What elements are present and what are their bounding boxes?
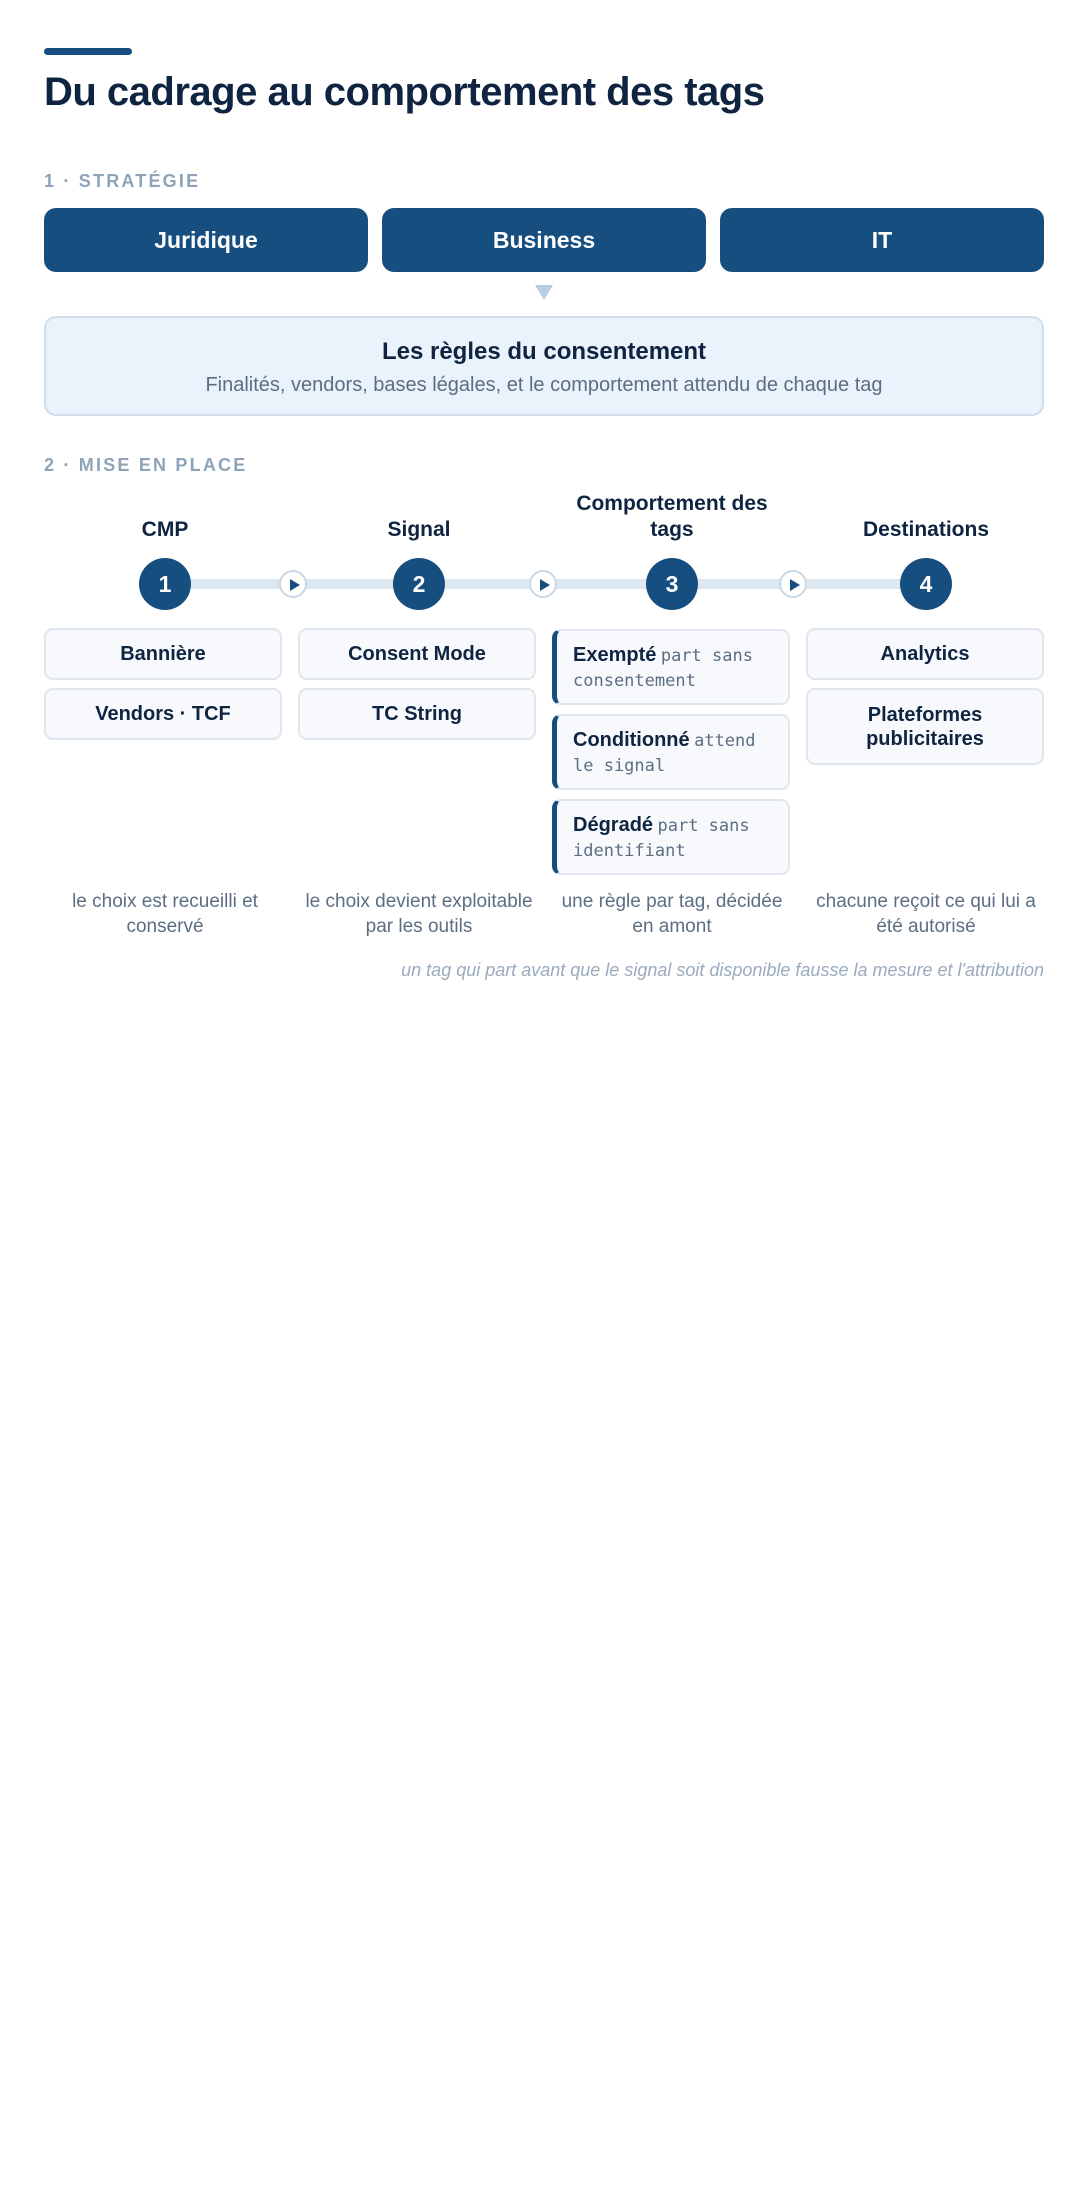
title-accent-bar bbox=[44, 48, 132, 55]
card-plateformes-publicitaires: Plateformes publicitaires bbox=[806, 688, 1044, 765]
play-arrow-icon bbox=[529, 570, 557, 598]
column-title-behavior: Comportement des tags bbox=[576, 492, 768, 541]
caption-destinations: chacune reçoit ce qui lui a été autorisé bbox=[816, 891, 1036, 937]
behavior-name: Conditionné bbox=[573, 729, 690, 751]
card-tc-string: TC String bbox=[298, 688, 536, 740]
caption-signal: le choix devient exploitable par les out… bbox=[305, 891, 533, 937]
section-label-setup: 2 · MISE EN PLACE bbox=[44, 455, 248, 475]
behavior-card-conditionne: Conditionné attend le signal bbox=[552, 714, 790, 790]
play-arrow-icon bbox=[779, 570, 807, 598]
footnote: un tag qui part avant que le signal soit… bbox=[401, 960, 1044, 980]
caption-cmp: le choix est recueilli et conservé bbox=[72, 891, 258, 937]
step-badge-4: 4 bbox=[900, 558, 952, 610]
behavior-description: attend le signal bbox=[573, 731, 756, 776]
consent-rules-title: Les règles du consentement bbox=[381, 338, 707, 365]
down-arrow-icon bbox=[535, 285, 553, 300]
step-badge-3: 3 bbox=[646, 558, 698, 610]
card-analytics: Analytics bbox=[806, 628, 1044, 680]
column-title-cmp: CMP bbox=[141, 518, 189, 541]
behavior-name: Exempté bbox=[573, 644, 657, 666]
stakeholder-it: IT bbox=[720, 208, 1044, 272]
card-consent-mode: Consent Mode bbox=[298, 628, 536, 680]
card-banniere: Bannière bbox=[44, 628, 282, 680]
card-vendors-tcf: Vendors · TCF bbox=[44, 688, 282, 740]
caption-behavior: une règle par tag, décidée en amont bbox=[561, 891, 783, 937]
behavior-description: part sans identifiant bbox=[573, 816, 750, 861]
behavior-description: part sans consentement bbox=[573, 646, 753, 691]
stakeholder-business: Business bbox=[382, 208, 706, 272]
consent-rules-subtitle: Finalités, vendors, bases légales, et le… bbox=[205, 374, 883, 396]
behavior-card-degrade: Dégradé part sans identifiant bbox=[552, 799, 790, 875]
play-arrow-icon bbox=[279, 570, 307, 598]
page-title: Du cadrage au comportement des tags bbox=[44, 70, 765, 114]
step-badge-2: 2 bbox=[393, 558, 445, 610]
behavior-card-exempte: Exempté part sans consentement bbox=[552, 629, 790, 705]
behavior-name: Dégradé bbox=[573, 814, 654, 836]
step-badge-1: 1 bbox=[139, 558, 191, 610]
stakeholder-row: Juridique Business IT bbox=[44, 208, 1044, 272]
stakeholder-juridique: Juridique bbox=[44, 208, 368, 272]
column-title-destinations: Destinations bbox=[862, 518, 990, 541]
column-title-signal: Signal bbox=[387, 518, 451, 541]
section-label-strategy: 1 · STRATÉGIE bbox=[44, 171, 201, 191]
consent-rules-box: Les règles du consentement Finalités, ve… bbox=[44, 316, 1044, 416]
